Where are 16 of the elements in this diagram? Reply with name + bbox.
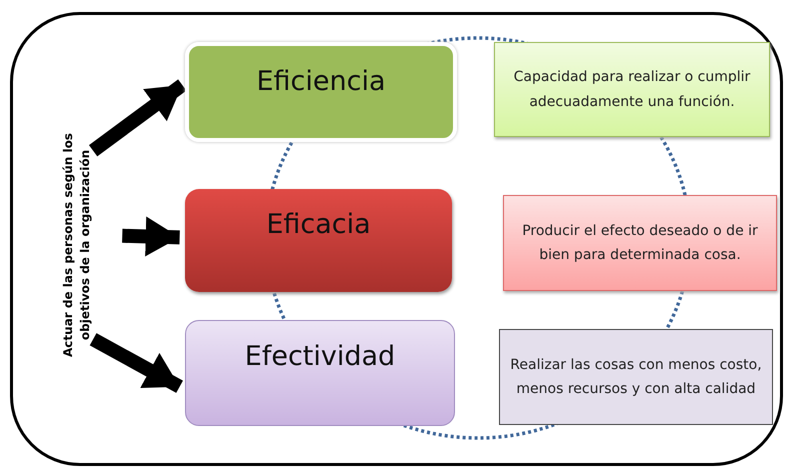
- thick-arrow: [122, 216, 180, 256]
- definition-text: Realizar las cosas con menos costo, menos recursos y con alta calidad: [509, 356, 763, 399]
- thick-arrow: [90, 333, 183, 393]
- concept-title: Eficiencia: [256, 66, 386, 97]
- concept-title: Eficacia: [266, 209, 371, 240]
- concept-box: [185, 189, 452, 292]
- side-label: Actuar de las personas según los objetivos de la organización: [60, 132, 93, 359]
- definition-box: [503, 195, 777, 291]
- concept-box: [185, 320, 455, 426]
- concept-title: Efectividad: [244, 341, 396, 372]
- definition-text: Capacidad para realizar o cumplir adecuadamente una función.: [512, 68, 752, 112]
- frame-box: [10, 12, 783, 466]
- definition-box: [499, 329, 773, 425]
- thick-arrow: [88, 79, 186, 156]
- definition-text: Producir el efecto deseado o de ir bien para determinada cosa.: [521, 222, 759, 265]
- definition-box: [494, 42, 770, 137]
